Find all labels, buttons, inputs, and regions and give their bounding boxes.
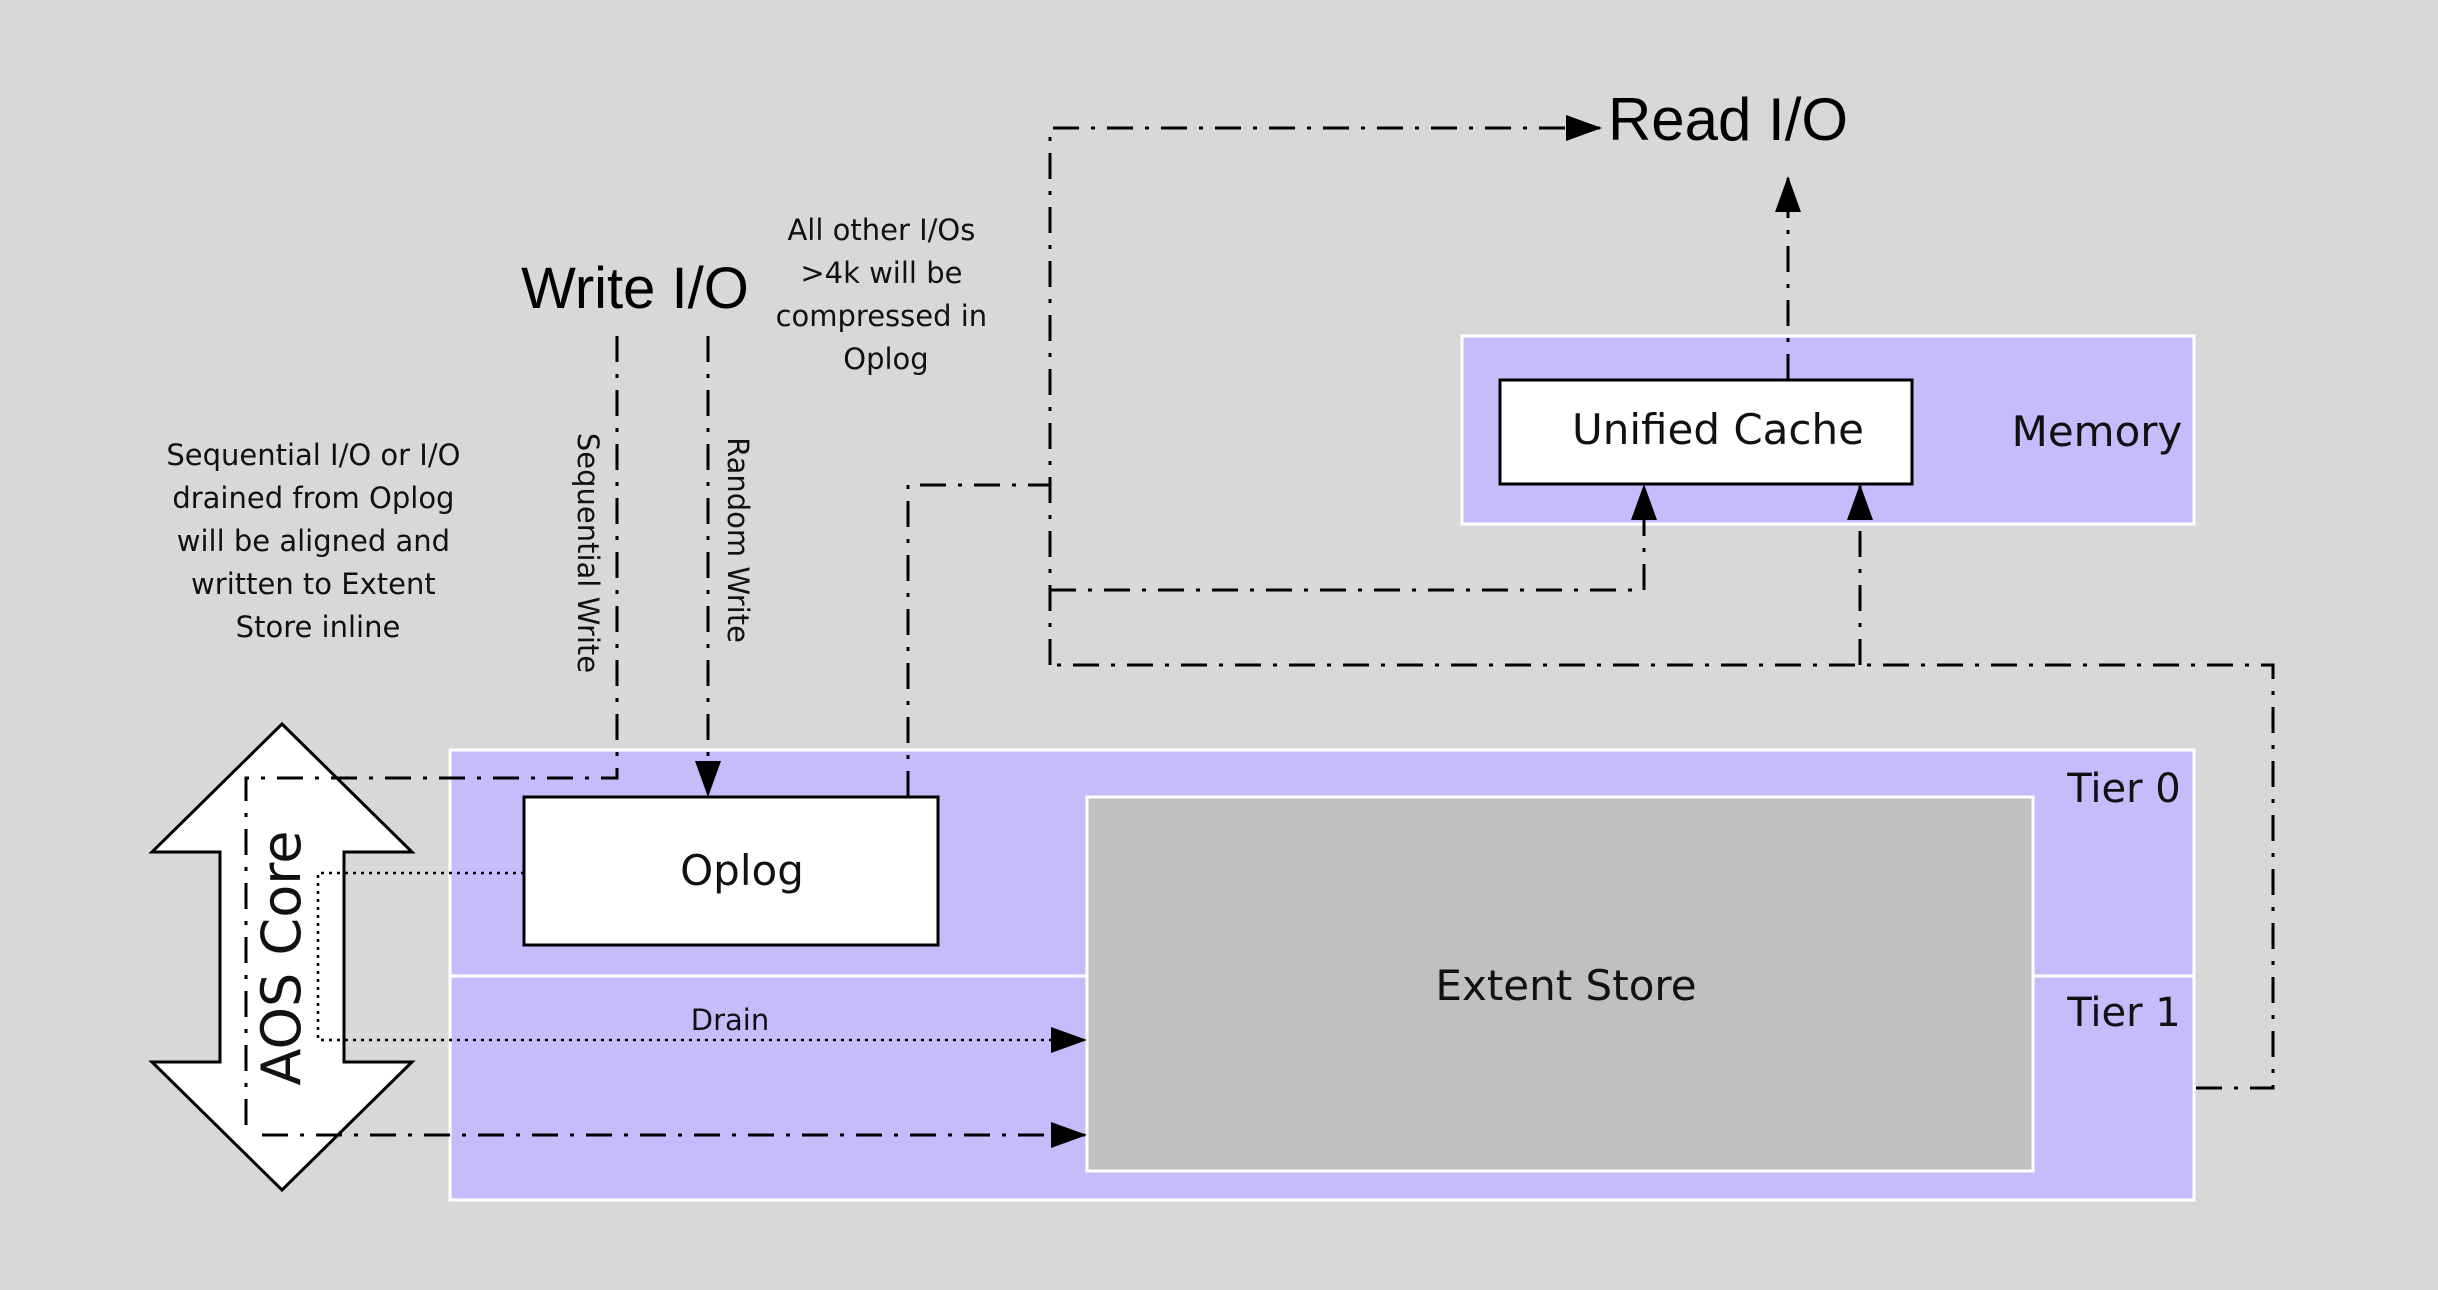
random-write-label: Random Write bbox=[721, 437, 755, 643]
aos-core-double-arrow bbox=[148, 721, 416, 1193]
cache-left-path bbox=[1050, 484, 1657, 592]
sequential-write-path bbox=[244, 336, 619, 1135]
read-io-path bbox=[1048, 115, 1602, 665]
flow-lines bbox=[244, 115, 2275, 1148]
compressed-note-line: compressed in bbox=[776, 299, 988, 333]
sequential-note-line: will be aligned and bbox=[177, 524, 450, 558]
memory-label: Memory bbox=[2012, 407, 2183, 456]
sequential-note-line: written to Extent bbox=[191, 567, 436, 601]
compressed-note-line: All other I/Os bbox=[787, 213, 975, 247]
aos-core-label: AOS Core bbox=[250, 831, 313, 1086]
read-io-title: Read I/O bbox=[1608, 86, 1848, 153]
oplog-box bbox=[522, 795, 940, 947]
compressed-note-line: >4k will be bbox=[800, 256, 962, 290]
sequential-note-line: Store inline bbox=[236, 610, 401, 644]
oplog-label: Oplog bbox=[680, 846, 804, 895]
extent-store-label: Extent Store bbox=[1435, 961, 1696, 1010]
drain-path bbox=[316, 871, 1087, 1053]
compressed-note-line: Oplog bbox=[843, 342, 928, 376]
sequential-note: Sequential I/O or I/O drained from Oplog… bbox=[166, 438, 469, 644]
drain-label: Drain bbox=[691, 1003, 769, 1037]
sequential-write-label: Sequential Write bbox=[571, 433, 605, 673]
sequential-note-line: drained from Oplog bbox=[172, 481, 454, 515]
unified-cache-box bbox=[1498, 378, 1914, 486]
unified-cache-label: Unified Cache bbox=[1572, 405, 1864, 454]
extent-read-loop-path bbox=[1050, 663, 2275, 1090]
sequential-note-line: Sequential I/O or I/O bbox=[166, 438, 460, 472]
write-io-title: Write I/O bbox=[521, 256, 749, 321]
compressed-note: All other I/Os >4k will be compressed in… bbox=[776, 213, 997, 376]
oplog-read-path bbox=[906, 483, 1050, 797]
extent-store-box bbox=[1085, 795, 2035, 1173]
tier0-label: Tier 0 bbox=[2066, 766, 2181, 812]
tier1-label: Tier 1 bbox=[2066, 990, 2181, 1036]
